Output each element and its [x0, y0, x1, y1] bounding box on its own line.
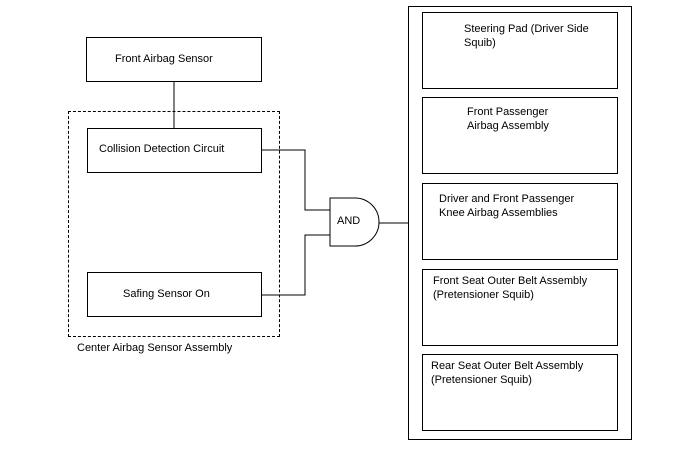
airbag-outputs-panel	[408, 6, 632, 440]
output-box-rear-seat-belt: Rear Seat Outer Belt Assembly (Pretensio…	[422, 354, 618, 431]
wire-circuit-to-and	[262, 149, 330, 211]
output-label-knee-airbags: Driver and Front Passenger Knee Airbag A…	[439, 193, 575, 219]
and-gate	[329, 197, 380, 247]
and-gate-label: AND	[337, 215, 361, 227]
output-label-front-passenger-airbag: Front Passenger Airbag Assembly	[467, 106, 549, 132]
front-airbag-sensor-box: Front Airbag Sensor	[86, 37, 262, 82]
output-box-knee-airbags: Driver and Front Passenger Knee Airbag A…	[422, 183, 618, 260]
output-label-steering-pad: Steering Pad (Driver Side Squib)	[464, 23, 589, 49]
output-box-front-passenger-airbag: Front Passenger Airbag Assembly	[422, 97, 618, 174]
center-airbag-sensor-assembly-label: Center Airbag Sensor Assembly	[77, 342, 233, 354]
output-box-steering-pad: Steering Pad (Driver Side Squib)	[422, 12, 618, 89]
front-airbag-sensor-label: Front Airbag Sensor	[115, 53, 213, 65]
output-label-rear-seat-belt: Rear Seat Outer Belt Assembly (Pretensio…	[431, 360, 584, 386]
collision-detection-circuit-label: Collision Detection Circuit	[99, 143, 225, 155]
output-box-front-seat-belt: Front Seat Outer Belt Assembly (Pretensi…	[422, 269, 618, 346]
safing-sensor-label: Safing Sensor On	[123, 288, 210, 300]
collision-detection-circuit-box: Collision Detection Circuit	[87, 128, 262, 173]
wire-safing-to-and	[262, 234, 330, 296]
safing-sensor-box: Safing Sensor On	[87, 272, 262, 317]
center-airbag-sensor-assembly	[68, 111, 280, 337]
output-label-front-seat-belt: Front Seat Outer Belt Assembly (Pretensi…	[433, 275, 588, 301]
